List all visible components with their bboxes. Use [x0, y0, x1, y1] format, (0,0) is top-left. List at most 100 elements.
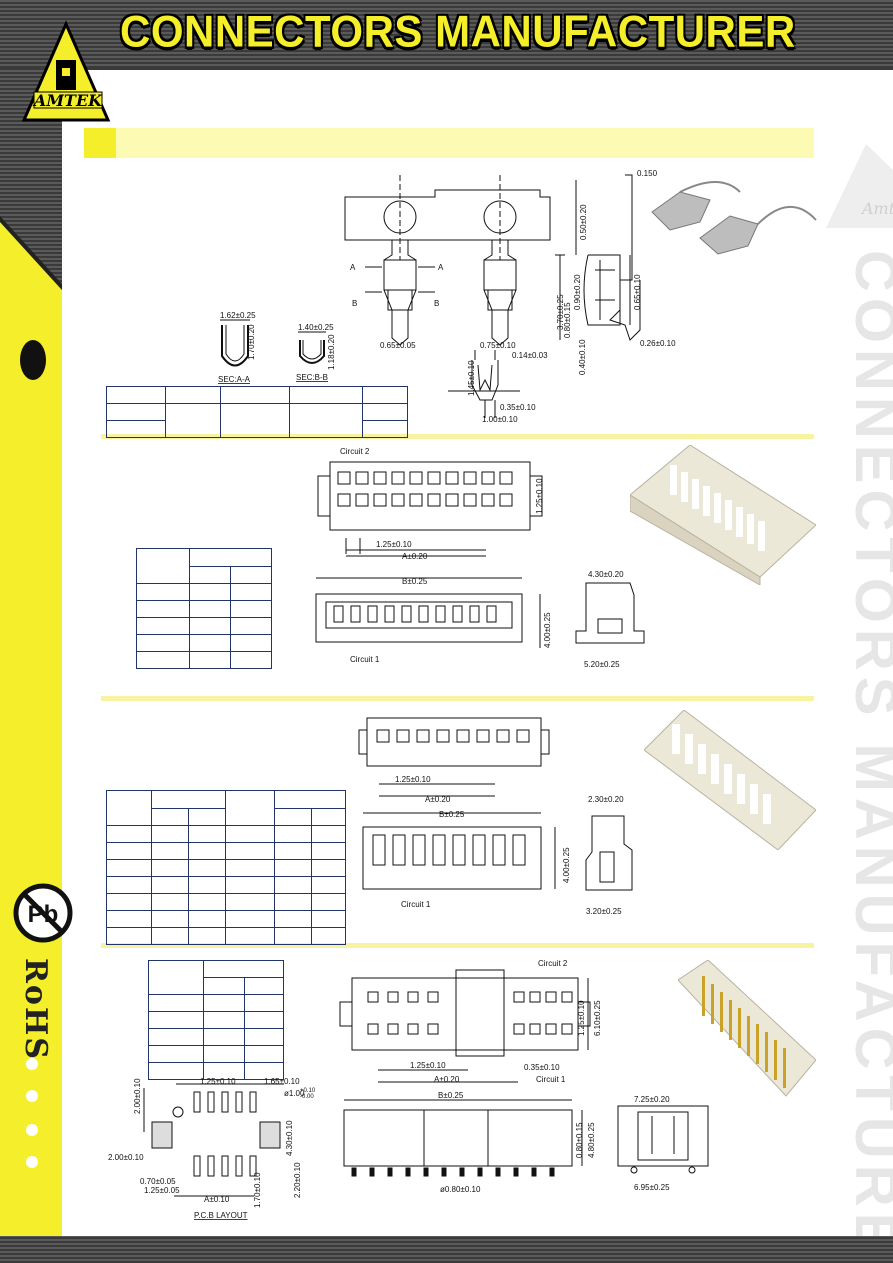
- cavity-cell: [355, 471, 369, 485]
- svg-text:Circuit 2: Circuit 2: [340, 447, 370, 456]
- header-photo: [678, 960, 816, 1097]
- housing-slot: [685, 734, 693, 764]
- solder-pin: [423, 1167, 429, 1177]
- svg-text:B: B: [352, 299, 357, 308]
- contact-slot: [412, 834, 426, 866]
- gold-pin: [720, 992, 723, 1032]
- svg-text:2.00±0.10: 2.00±0.10: [133, 1078, 142, 1114]
- contact-slot: [372, 834, 386, 866]
- svg-text:A±0.20: A±0.20: [402, 552, 428, 561]
- contact-slot: [486, 605, 497, 623]
- gold-pin: [738, 1008, 741, 1048]
- contact-slot: [384, 605, 395, 623]
- pcb-layout: 2.00±0.10 1.25±0.10 1.65±0.10 ø1.00 +0.1…: [108, 1077, 316, 1220]
- svg-text:1.62±0.25: 1.62±0.25: [220, 311, 256, 320]
- svg-text:ø0.80±0.10: ø0.80±0.10: [440, 1185, 481, 1194]
- svg-text:0.90±0.20: 0.90±0.20: [573, 274, 582, 310]
- housing-slot: [672, 724, 680, 754]
- header-top-view: Circuit 2 1.25±0.10 A±0.20 0.35±0.10 Cir…: [339, 959, 602, 1084]
- svg-text:0.26±0.10: 0.26±0.10: [640, 339, 676, 348]
- svg-text:Circuit 1: Circuit 1: [350, 655, 380, 664]
- svg-text:1.25±0.10: 1.25±0.10: [535, 478, 544, 514]
- housing2-spec-table: [106, 790, 346, 945]
- header-bar: [0, 0, 893, 68]
- svg-text:6.95±0.25: 6.95±0.25: [634, 1183, 670, 1192]
- svg-text:1.40±0.25: 1.40±0.25: [298, 323, 334, 332]
- housing-slot: [703, 486, 710, 516]
- cavity-cell: [481, 471, 495, 485]
- svg-text:1.70±0.20: 1.70±0.20: [247, 324, 256, 360]
- svg-text:ø1.00: ø1.00: [284, 1089, 305, 1098]
- svg-text:Amtek: Amtek: [860, 199, 893, 218]
- pin-cell: [427, 991, 439, 1003]
- footer-bar: [0, 1236, 893, 1263]
- svg-text:4.30±0.10: 4.30±0.10: [285, 1120, 294, 1156]
- pin-cell: [387, 1023, 399, 1035]
- svg-text:1.70±0.10: 1.70±0.10: [253, 1172, 262, 1208]
- solder-pin: [405, 1167, 411, 1177]
- housing-photo: [630, 445, 816, 585]
- svg-text:B±0.25: B±0.25: [438, 1091, 464, 1100]
- cavity-cell: [445, 471, 459, 485]
- svg-text:3.70±0.25: 3.70±0.25: [556, 294, 565, 330]
- housing-slot: [737, 774, 745, 804]
- gold-pin: [711, 984, 714, 1024]
- cavity-cell: [409, 471, 423, 485]
- section-divider: [101, 434, 814, 439]
- svg-text:+0.10: +0.10: [300, 1088, 316, 1094]
- housing-front-view: B±0.25 4.00±0.25 Circuit 1: [315, 577, 552, 664]
- svg-text:4.00±0.25: 4.00±0.25: [562, 847, 571, 883]
- gold-pin: [702, 976, 705, 1016]
- page-title: CONNECTORS MANUFACTURER: [120, 6, 796, 57]
- cavity-cell: [427, 471, 441, 485]
- cavity-cell: [456, 729, 470, 743]
- contact-slot: [401, 605, 412, 623]
- terminal-photo: [651, 181, 817, 255]
- svg-text:-0.00: -0.00: [300, 1094, 314, 1100]
- svg-text:Circuit 1: Circuit 1: [401, 900, 431, 909]
- svg-text:0.14±0.03: 0.14±0.03: [512, 351, 548, 360]
- gold-pin: [747, 1016, 750, 1056]
- section-divider: [101, 943, 814, 948]
- cavity-cell: [481, 493, 495, 507]
- svg-text:0.75±0.10: 0.75±0.10: [480, 341, 516, 350]
- cavity-cell: [396, 729, 410, 743]
- svg-text:7.25±0.20: 7.25±0.20: [634, 1095, 670, 1104]
- header-front-view: B±0.25 0.80±0.15 4.80±0.25 ø0.80±0.10: [343, 1091, 596, 1194]
- pin-cell: [427, 1023, 439, 1035]
- svg-text:1.65±0.10: 1.65±0.10: [264, 1077, 300, 1086]
- cavity-cell: [499, 471, 513, 485]
- housing-slot: [714, 493, 721, 523]
- svg-text:4.00±0.25: 4.00±0.25: [543, 612, 552, 648]
- housing-slot: [698, 744, 706, 774]
- svg-text:0.80±0.15: 0.80±0.15: [563, 302, 572, 338]
- pcb-pad: [193, 1155, 201, 1177]
- solder-pin: [459, 1167, 465, 1177]
- gold-pin: [783, 1048, 786, 1088]
- svg-text:2.30±0.20: 2.30±0.20: [588, 795, 624, 804]
- bullet-dot: [26, 1124, 38, 1136]
- housing-spec-table: [136, 548, 272, 669]
- contact-slot: [452, 834, 466, 866]
- housing-slot: [692, 479, 699, 509]
- amtek-logo: AMTEK: [21, 20, 111, 122]
- svg-text:2.20±0.10: 2.20±0.10: [293, 1162, 302, 1198]
- cavity-cell: [463, 493, 477, 507]
- cavity-cell: [436, 729, 450, 743]
- svg-text:B±0.25: B±0.25: [402, 577, 428, 586]
- pin-cell: [513, 991, 525, 1003]
- contact-slot: [333, 605, 344, 623]
- solder-pin: [441, 1167, 447, 1177]
- pcb-pad: [249, 1091, 257, 1113]
- pin-cell: [387, 991, 399, 1003]
- cavity-cell: [409, 493, 423, 507]
- pin-cell: [529, 991, 541, 1003]
- section-marker: [84, 128, 116, 158]
- cavity-cell: [516, 729, 530, 743]
- bullet-dot: [26, 1058, 38, 1070]
- terminal-drawing: 0.150 0.50±0.20 3.70±0.25 0.90±0.20 0.80…: [218, 169, 676, 424]
- cavity-cell: [463, 471, 477, 485]
- svg-text:1.25±0.10: 1.25±0.10: [410, 1061, 446, 1070]
- terminal-spec-table: [106, 386, 408, 438]
- pin-cell: [367, 991, 379, 1003]
